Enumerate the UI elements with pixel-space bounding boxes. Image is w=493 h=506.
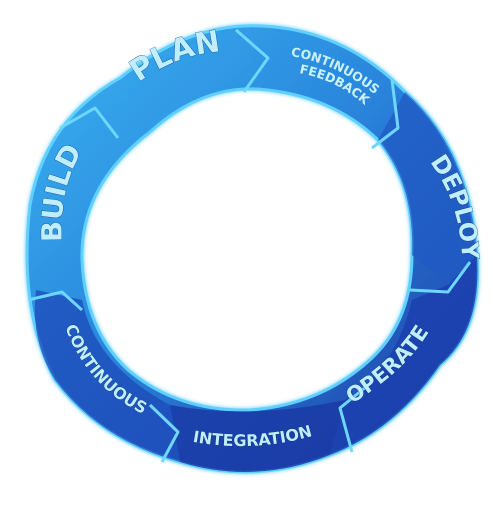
chevron-integration-continuous <box>148 403 180 463</box>
chevron-continuous-build <box>27 290 84 312</box>
chevron-separators <box>27 28 472 463</box>
chevron-deploy-operate <box>409 261 472 294</box>
segment-continuous <box>34 290 180 462</box>
segment-integration <box>170 400 345 472</box>
segment-deploy <box>378 92 477 285</box>
chevron-feedback-deploy <box>371 79 400 150</box>
chevron-plan-feedback <box>235 28 270 93</box>
chevron-build-plan <box>59 106 120 139</box>
segment-operate <box>330 255 478 455</box>
chevron-operate-integration <box>338 380 373 453</box>
